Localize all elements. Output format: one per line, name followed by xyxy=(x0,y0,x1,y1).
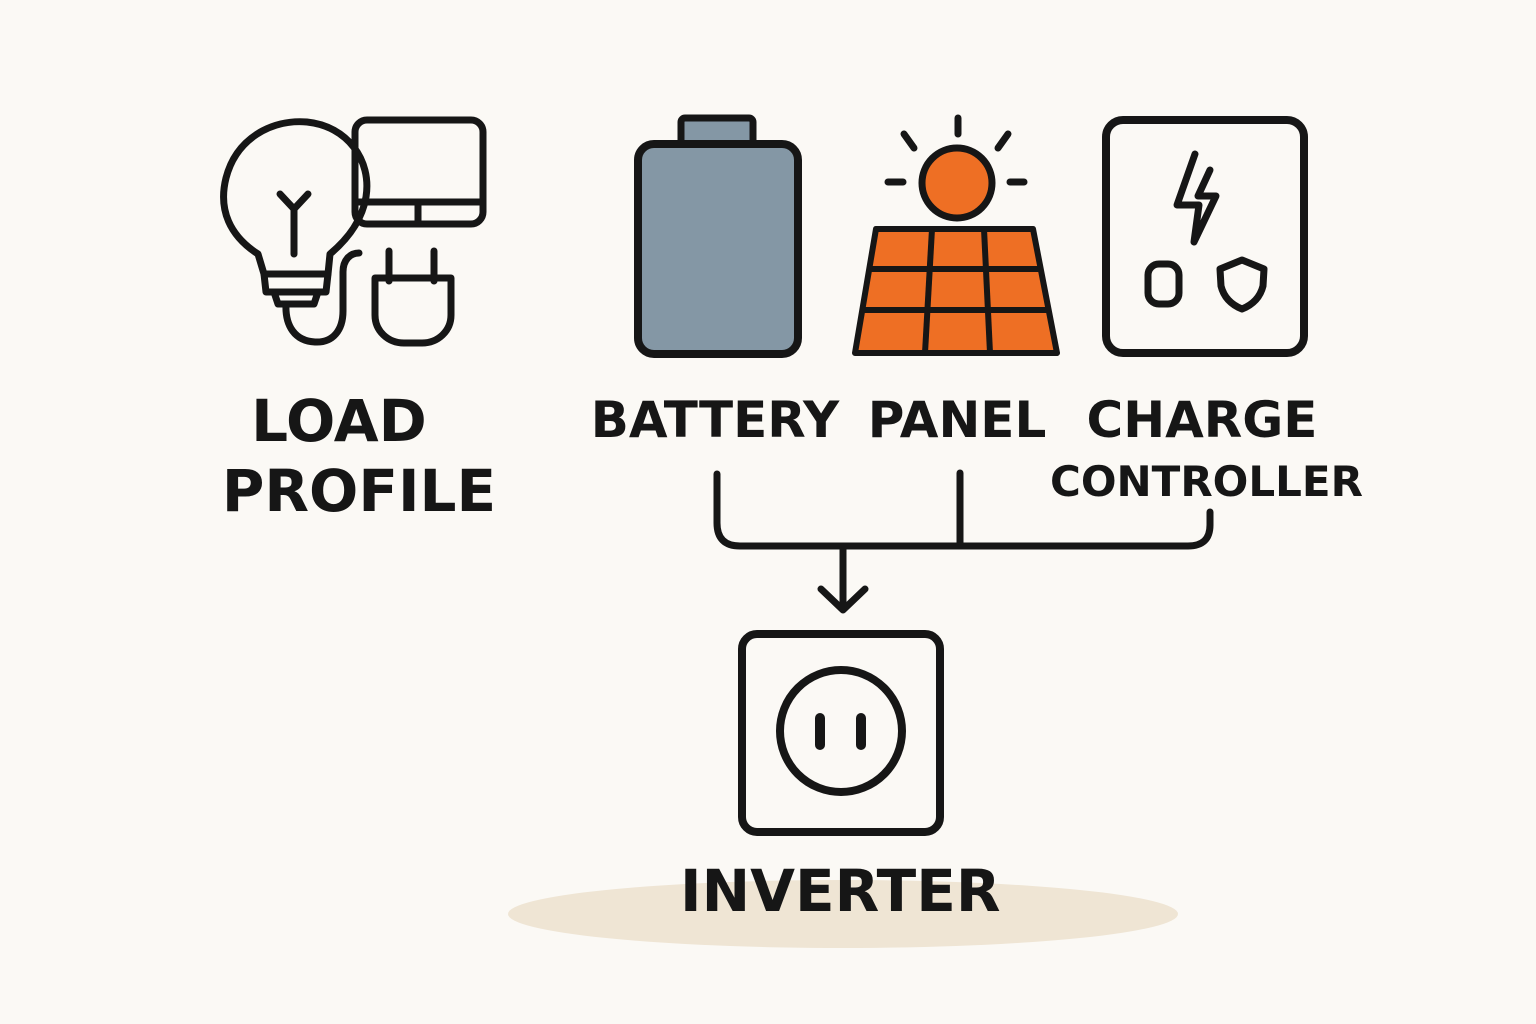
connector-lines xyxy=(713,469,1214,614)
lightning-icon xyxy=(1173,150,1220,246)
panel-label: PANEL xyxy=(867,391,1047,449)
load-profile-label-line2: PROFILE xyxy=(221,457,497,525)
indicator-light-icon xyxy=(1144,260,1183,308)
battery-label: BATTERY xyxy=(590,391,840,449)
ground-shadow xyxy=(508,880,1178,948)
shield-icon xyxy=(1216,256,1268,313)
arrow-head xyxy=(817,585,869,614)
sun-icon xyxy=(884,114,1028,222)
inverter-label: INVERTER xyxy=(680,857,1001,925)
solar-panel-icon xyxy=(852,226,1060,356)
battery-connector xyxy=(713,470,1214,550)
load-profile-label-line1: LOAD xyxy=(251,387,427,455)
charge-controller-label-line1: CHARGE xyxy=(1086,391,1318,449)
plug-icon xyxy=(371,247,455,347)
lightbulb-icon xyxy=(220,118,371,346)
charge-controller-icon xyxy=(1102,116,1308,357)
power-outlet-icon xyxy=(738,630,944,836)
charge-controller-label-line2: CONTROLLER xyxy=(1050,457,1363,506)
battery-icon xyxy=(634,114,802,358)
load-profile-icon-group xyxy=(220,116,487,347)
monitor-icon xyxy=(351,116,487,228)
